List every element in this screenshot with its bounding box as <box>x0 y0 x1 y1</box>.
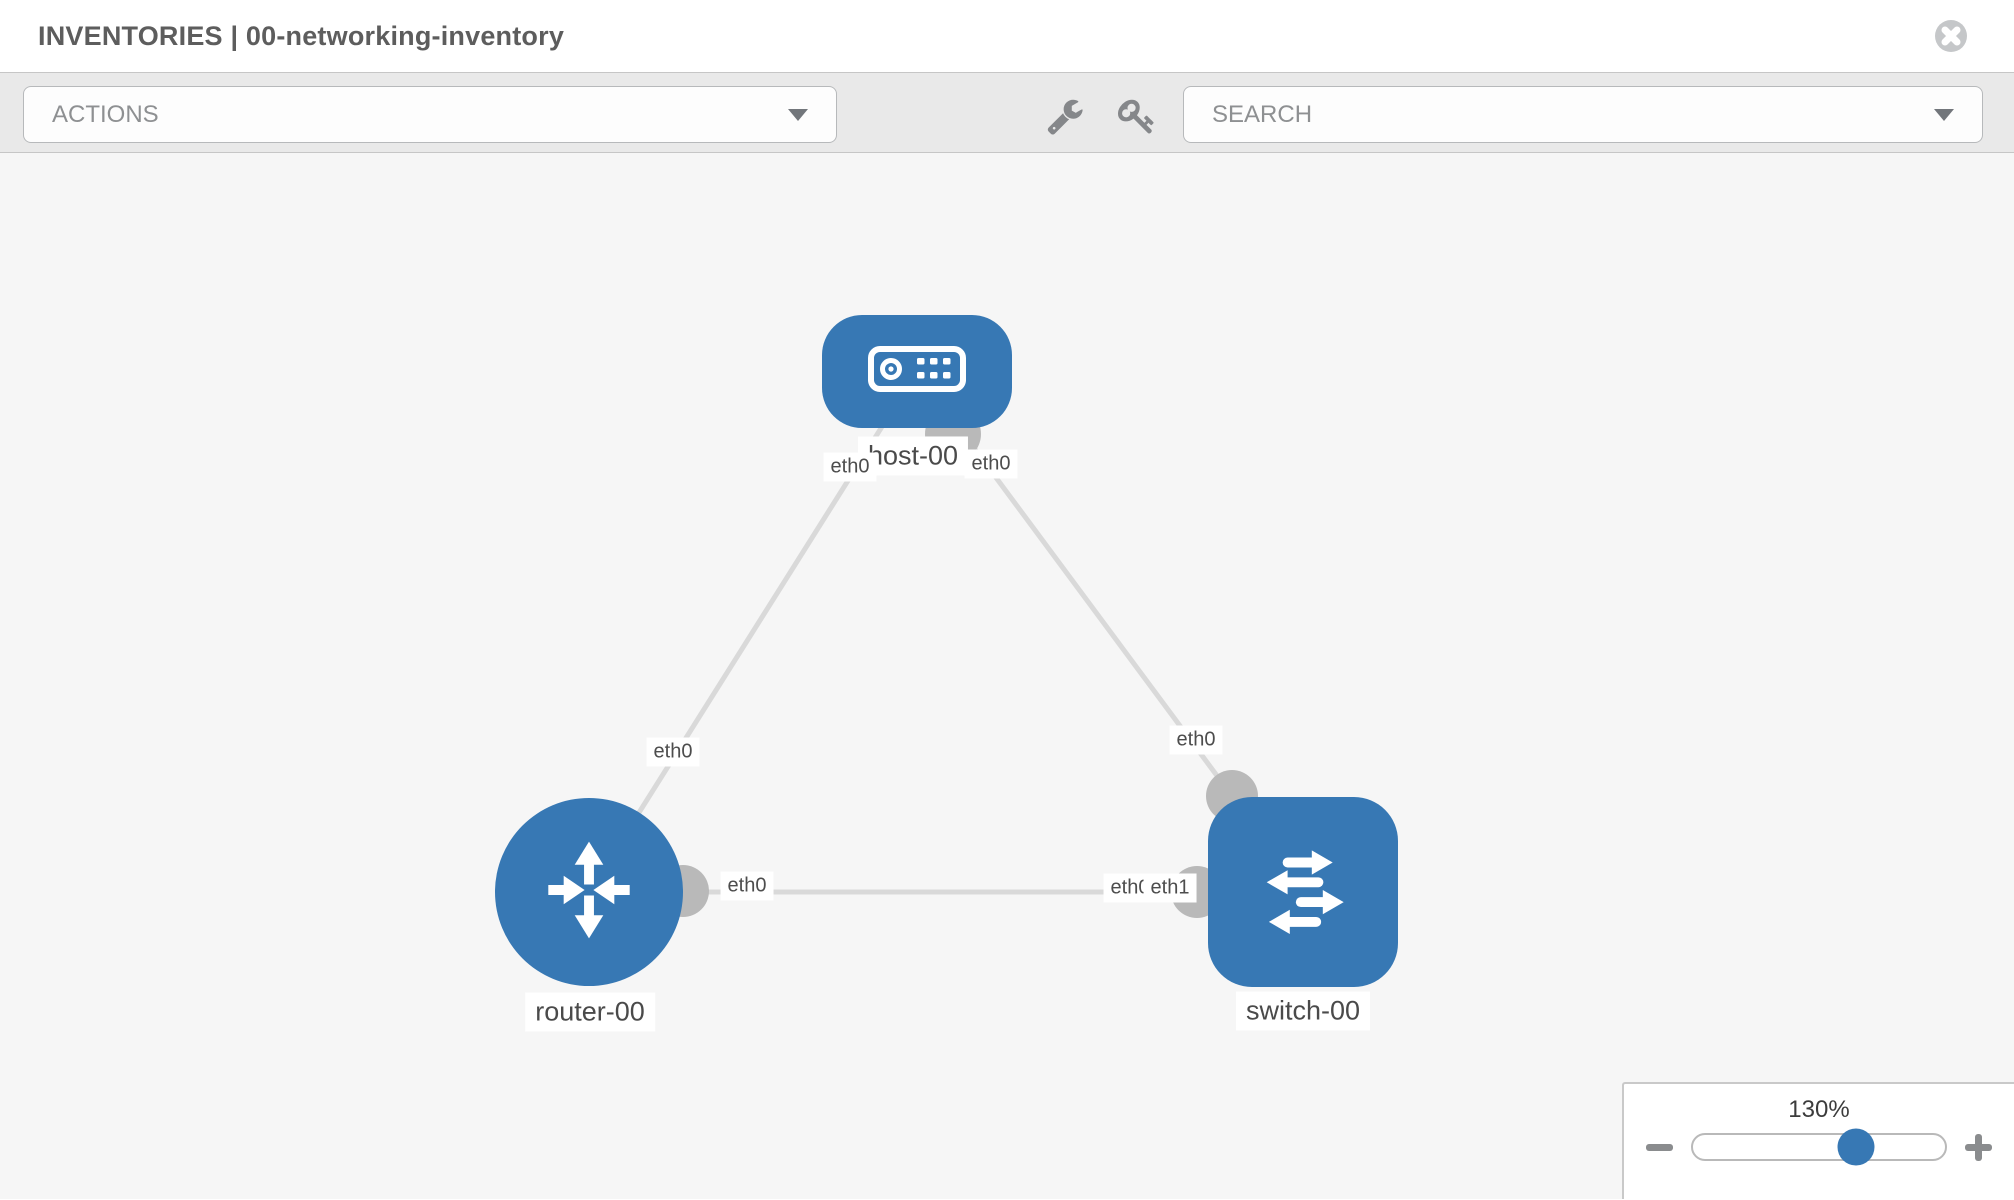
chevron-down-icon <box>1934 108 1954 121</box>
node-host-00[interactable] <box>822 315 1012 428</box>
close-button[interactable] <box>1934 19 1968 53</box>
iface-label-switch-to-router: eth1 <box>1143 873 1197 903</box>
titlebar: INVENTORIES | 00-networking-inventory <box>0 0 2014 72</box>
search-dropdown[interactable]: SEARCH <box>1183 86 1983 143</box>
iface-label-router-to-host: eth0 <box>646 737 700 767</box>
zoom-level-value: 130% <box>1788 1096 1850 1123</box>
node-label-switch-00: switch-00 <box>1235 991 1371 1031</box>
topology-canvas[interactable]: host-00 router-00 switch-00 eth0 eth0 et… <box>0 153 2014 1199</box>
zoom-slider-thumb[interactable] <box>1837 1128 1875 1166</box>
iface-label-host-to-router: eth0 <box>823 452 877 482</box>
iface-label-router-to-switch: eth0 <box>720 871 774 901</box>
links-layer <box>586 369 1258 918</box>
node-router-00[interactable] <box>495 798 683 986</box>
router-device-icon <box>534 835 644 950</box>
zoom-panel: 130% <box>1622 1082 2014 1199</box>
toolbar: ACTIONS SEARCH <box>0 72 2014 153</box>
actions-dropdown-label: ACTIONS <box>52 100 159 128</box>
switch-device-icon <box>1248 835 1358 950</box>
chevron-down-icon <box>788 108 808 121</box>
search-dropdown-label: SEARCH <box>1212 100 1313 128</box>
iface-label-host-to-switch: eth0 <box>964 449 1018 479</box>
wrench-icon[interactable] <box>1046 97 1084 135</box>
zoom-out-button[interactable] <box>1646 1143 1673 1151</box>
actions-dropdown[interactable]: ACTIONS <box>23 86 837 143</box>
close-icon <box>1934 20 1968 56</box>
node-label-router-00: router-00 <box>525 992 655 1032</box>
host-device-icon <box>867 345 967 398</box>
node-switch-00[interactable] <box>1208 797 1398 987</box>
zoom-in-button[interactable] <box>1965 1133 1992 1161</box>
page-title: INVENTORIES | 00-networking-inventory <box>38 20 565 51</box>
key-icon[interactable] <box>1118 97 1156 135</box>
iface-label-switch-to-host: eth0 <box>1169 725 1223 755</box>
zoom-slider[interactable] <box>1691 1128 1947 1166</box>
